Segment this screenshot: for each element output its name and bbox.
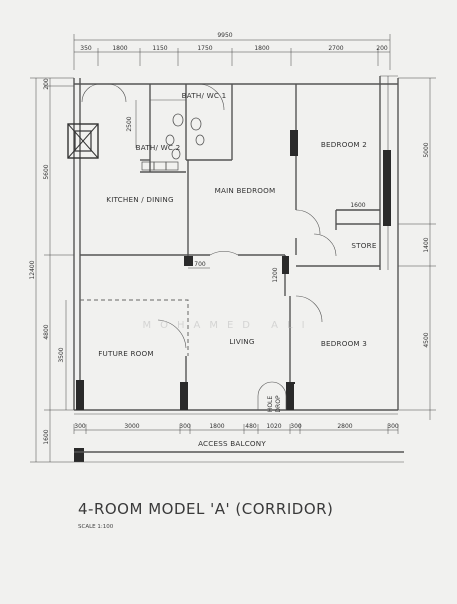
dim-bottom-6: 300 [290,423,302,430]
label-bedroom-3: BEDROOM 3 [321,339,367,348]
dim-bottom-2: 300 [179,423,191,430]
label-future-room: FUTURE ROOM [98,349,154,358]
dim-door-700: 700 [194,261,206,268]
label-store: STORE [351,241,376,250]
room-labels: BATH/ WC 1 BATH/ WC 2 KITCHEN / DINING M… [98,91,376,358]
dim-top-2: 1150 [152,45,167,52]
top-dimension-chain: 9950 350 1800 1150 1750 1800 2700 200 [73,32,391,70]
structural-columns [74,130,391,462]
watermark: MOHAMED ALI [142,320,313,331]
dim-top-6: 200 [376,45,388,52]
dim-top-1: 1800 [112,45,127,52]
bathroom-fixtures [141,113,205,171]
dim-inner-future: 3500 [58,347,65,362]
dim-right-1: 1400 [423,237,430,252]
label-main-bedroom: MAIN BEDROOM [215,186,276,195]
label-bedroom-2: BEDROOM 2 [321,140,367,149]
label-kitchen-dining: KITCHEN / DINING [106,195,173,204]
dim-bottom-3: 1800 [209,423,224,430]
dim-right-0: 5000 [423,142,430,157]
interior-dimensions: 1600 700 1200 [188,202,380,283]
label-living: LIVING [229,337,254,346]
dim-bottom-4: 480 [245,423,257,430]
dim-overall-width: 9950 [217,32,232,39]
dim-store-width: 1600 [350,202,365,209]
hole-drop: HOLE DROP [257,381,287,413]
plan-scale: SCALE 1:100 [78,524,114,530]
dim-corridor-1200: 1200 [272,267,279,282]
left-dimension-chain: 12400 200 5600 4800 1600 2500 3500 [29,77,137,463]
right-dimension-chain: 5000 1400 4500 [398,77,436,420]
dim-overall-depth: 12400 [29,260,36,279]
label-hole: HOLE [267,396,274,413]
dim-bottom-5: 1020 [266,423,281,430]
dim-top-5: 2700 [328,45,343,52]
access-balcony: ACCESS BALCONY [74,439,404,463]
dim-top-4: 1800 [254,45,269,52]
plan-walls [67,75,399,415]
dim-left-3: 1600 [43,429,50,444]
dim-bottom-1: 3000 [124,423,139,430]
label-bath-wc2: BATH/ WC 2 [136,143,181,152]
dim-bottom-0: 300 [74,423,86,430]
dim-left-2: 4800 [43,324,50,339]
dim-left-0: 200 [43,78,50,90]
dim-left-1: 5600 [43,164,50,179]
dim-bottom-7: 2800 [337,423,352,430]
bottom-dimension-chain: 300 3000 300 1800 480 1020 300 2800 300 [73,423,399,434]
plan-title: 4-ROOM MODEL 'A' (CORRIDOR) [78,500,333,518]
label-drop: DROP [275,395,282,413]
dim-bottom-8: 300 [387,423,399,430]
dim-right-2: 4500 [423,332,430,347]
dim-top-3: 1750 [197,45,212,52]
label-bath-wc1-a: BATH/ WC 1 [182,91,227,100]
dim-inner-bath: 2500 [126,116,133,131]
dim-top-0: 350 [80,45,92,52]
label-access-balcony: ACCESS BALCONY [198,439,266,448]
